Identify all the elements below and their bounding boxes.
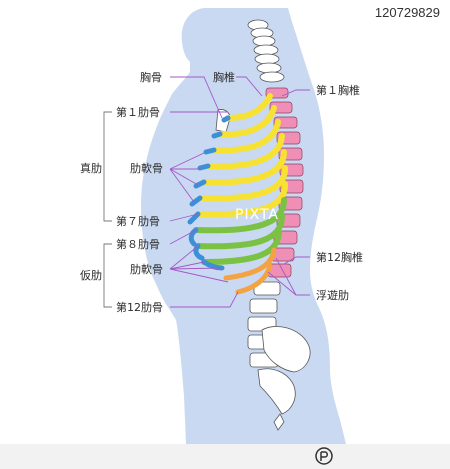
label-floating-ribs: 浮遊肋 (316, 289, 349, 302)
label-false-ribs: 仮肋 (80, 269, 102, 282)
label-thoracic-vertebra: 胸椎 (213, 71, 235, 84)
false-ribs (193, 197, 287, 265)
true-ribs (195, 93, 289, 218)
label-costal-cartilage-lower: 肋軟骨 (130, 263, 163, 276)
leader-lines (169, 76, 310, 308)
coccyx (273, 413, 285, 431)
label-eighth-rib: 第８肋骨 (116, 238, 160, 251)
label-true-ribs: 真肋 (80, 162, 102, 175)
lumbar-vertebrae (247, 281, 281, 368)
rib-cage-diagram (103, 8, 346, 444)
image-id: 120729829 (374, 5, 440, 20)
label-first-thoracic: 第１胸椎 (316, 84, 360, 97)
label-first-rib: 第１肋骨 (116, 106, 160, 119)
label-twelfth-thoracic: 第12胸椎 (316, 251, 363, 264)
floating-ribs (223, 247, 277, 295)
cervical-vertebrae (247, 19, 285, 83)
label-sternum: 胸骨 (140, 71, 162, 84)
label-seventh-rib: 第７肋骨 (116, 215, 160, 228)
costal-cartilage (187, 115, 231, 271)
label-costal-cartilage-upper: 肋軟骨 (130, 162, 163, 175)
pixta-logo-icon (315, 447, 333, 465)
watermark: PIXTA (235, 207, 279, 223)
pelvis (261, 326, 311, 373)
footer-bar (0, 444, 450, 469)
sacrum (257, 368, 296, 415)
label-twelfth-rib: 第12肋骨 (116, 301, 163, 314)
brackets (103, 111, 112, 308)
